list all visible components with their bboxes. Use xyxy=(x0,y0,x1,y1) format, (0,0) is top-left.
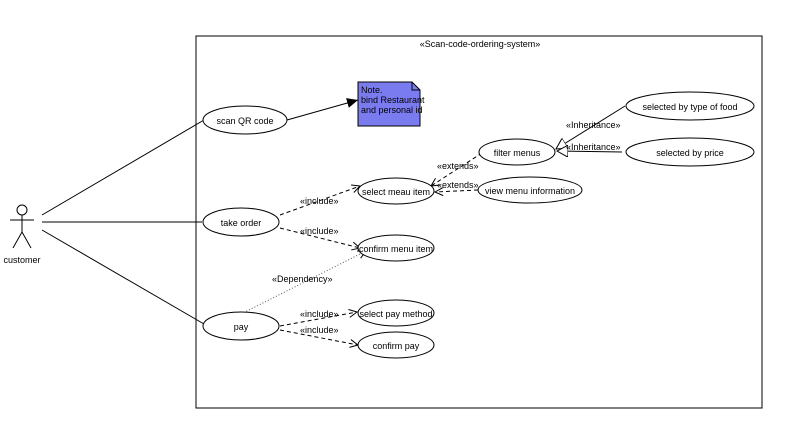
association-scan xyxy=(41,119,205,216)
note-connector xyxy=(286,98,359,121)
use-case-pay-shape xyxy=(202,311,280,341)
use-case-select-menu-item[interactable]: select meau item xyxy=(357,177,435,205)
use-case-confirm-menu-item-label: confirm menu item xyxy=(359,244,433,254)
system-title: «Scan-code-ordering-system» xyxy=(420,39,541,49)
use-case-confirm-pay-label: confirm pay xyxy=(373,341,420,351)
use-case-filter-menus[interactable]: filter menus xyxy=(478,138,556,166)
extends-line-filter xyxy=(431,152,483,186)
note[interactable]: Note. bind Restaurant and personal id xyxy=(357,81,427,127)
use-case-take-order-label: take order xyxy=(221,218,262,228)
use-case-scan-qr-shape xyxy=(202,105,288,135)
label-extends-filter: «extends» xyxy=(437,161,479,171)
note-box xyxy=(357,81,421,127)
include-line-confirm-pay xyxy=(279,329,358,345)
actor-head xyxy=(16,204,28,216)
label-extends-view: «extends» xyxy=(437,180,479,190)
use-case-select-menu-item-label: select meau item xyxy=(362,187,430,197)
use-case-pay[interactable]: pay xyxy=(202,311,280,341)
label-include-select: «include» xyxy=(300,196,339,206)
actor-customer[interactable]: customer xyxy=(3,204,41,265)
use-case-view-menu-info[interactable]: view menu information xyxy=(477,176,583,204)
note-text: Note. bind Restaurant and personal id xyxy=(361,85,427,115)
dependency-line xyxy=(240,251,366,315)
use-case-filter-menus-shape xyxy=(478,138,556,166)
use-case-by-food-type-label: selected by type of food xyxy=(642,102,737,112)
use-case-select-menu-item-shape xyxy=(357,177,435,205)
use-case-by-price-label: selected by price xyxy=(656,148,724,158)
note-line-2: bind Restaurant xyxy=(361,95,425,105)
use-case-select-pay-method-label: select pay method xyxy=(359,309,432,319)
use-case-select-pay-method-shape xyxy=(357,299,435,327)
label-dependency: «Dependency» xyxy=(272,274,333,284)
use-case-by-price-shape xyxy=(625,137,755,167)
use-case-filter-menus-label: filter menus xyxy=(494,148,541,158)
label-inheritance-price: «Inheritance» xyxy=(566,142,621,152)
use-case-confirm-menu-item[interactable]: confirm menu item xyxy=(357,234,435,262)
note-line-1: Note. xyxy=(361,85,383,95)
label-include-confirm-pay: «include» xyxy=(300,325,339,335)
use-case-by-food-type[interactable]: selected by type of food xyxy=(625,91,755,121)
use-case-by-food-type-shape xyxy=(625,91,755,121)
use-case-pay-label: pay xyxy=(234,322,249,332)
association-pay xyxy=(41,229,205,325)
actor-leg-right xyxy=(21,231,32,249)
note-fold xyxy=(411,82,420,91)
use-case-scan-qr-label: scan QR code xyxy=(216,116,273,126)
inheritance-line-food xyxy=(556,105,626,149)
use-case-by-price[interactable]: selected by price xyxy=(625,137,755,167)
label-include-confirm: «include» xyxy=(300,226,339,236)
include-line-pay-method xyxy=(279,312,357,327)
actor-label: customer xyxy=(3,255,40,265)
use-case-select-pay-method[interactable]: select pay method xyxy=(357,299,435,327)
note-line-3: and personal id xyxy=(361,105,423,115)
include-line-select xyxy=(279,186,360,216)
use-case-confirm-pay[interactable]: confirm pay xyxy=(357,331,435,359)
use-case-take-order-shape xyxy=(202,207,280,237)
inheritance-line-price xyxy=(557,151,623,152)
actor-leg-left xyxy=(12,231,23,249)
use-case-confirm-pay-shape xyxy=(357,331,435,359)
use-case-view-menu-info-shape xyxy=(477,176,583,204)
use-case-confirm-menu-item-shape xyxy=(357,234,435,262)
use-case-view-menu-info-label: view menu information xyxy=(485,186,575,196)
use-case-take-order[interactable]: take order xyxy=(202,207,280,237)
extends-line-view xyxy=(435,190,479,192)
label-inheritance-food: «Inheritance» xyxy=(566,120,621,130)
label-include-pay-method: «include» xyxy=(300,309,339,319)
use-case-scan-qr[interactable]: scan QR code xyxy=(202,105,288,135)
